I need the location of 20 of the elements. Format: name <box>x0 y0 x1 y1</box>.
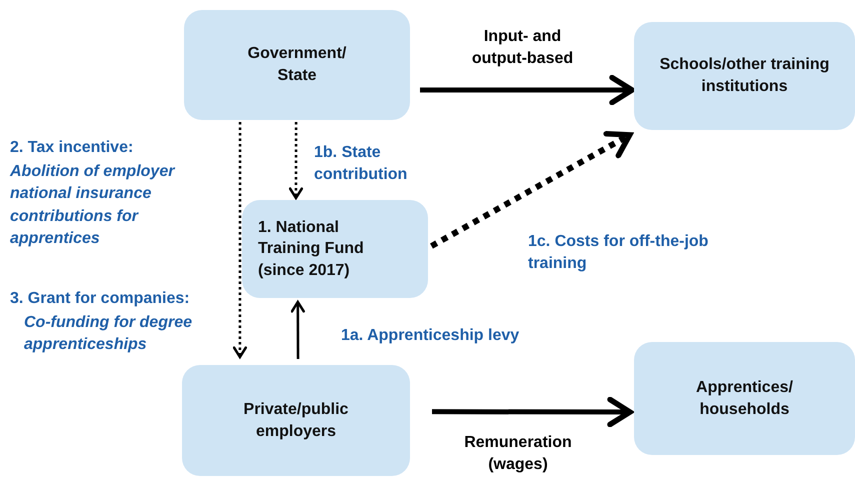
annotation-text: Abolition of employer national insurance contributions for apprentices <box>10 162 176 250</box>
dotted-arrow <box>232 122 248 358</box>
rounded-box <box>184 10 410 120</box>
dotted-arrow <box>430 131 632 249</box>
node-label: Government/ State <box>246 44 348 86</box>
rounded-box <box>634 22 855 130</box>
rounded-box <box>634 342 855 455</box>
arrow <box>290 300 305 359</box>
node-label: Private/public employers <box>242 400 350 442</box>
rounded-box <box>242 200 428 298</box>
node-label: 1. National Training Fund (since 2017) <box>258 218 365 281</box>
annotation-heading: 2. Tax incentive: <box>10 138 134 158</box>
node-label: Apprentices/ households <box>695 378 794 420</box>
annotation-text: Co-funding for degree apprenticeships <box>24 313 193 356</box>
annotation-heading: 3. Grant for companies: <box>10 289 191 309</box>
arrow <box>420 74 635 106</box>
arrow <box>432 396 633 428</box>
node-label: Schools/other training institutions <box>658 55 830 97</box>
rounded-box <box>182 365 410 476</box>
dotted-arrow <box>288 122 304 200</box>
